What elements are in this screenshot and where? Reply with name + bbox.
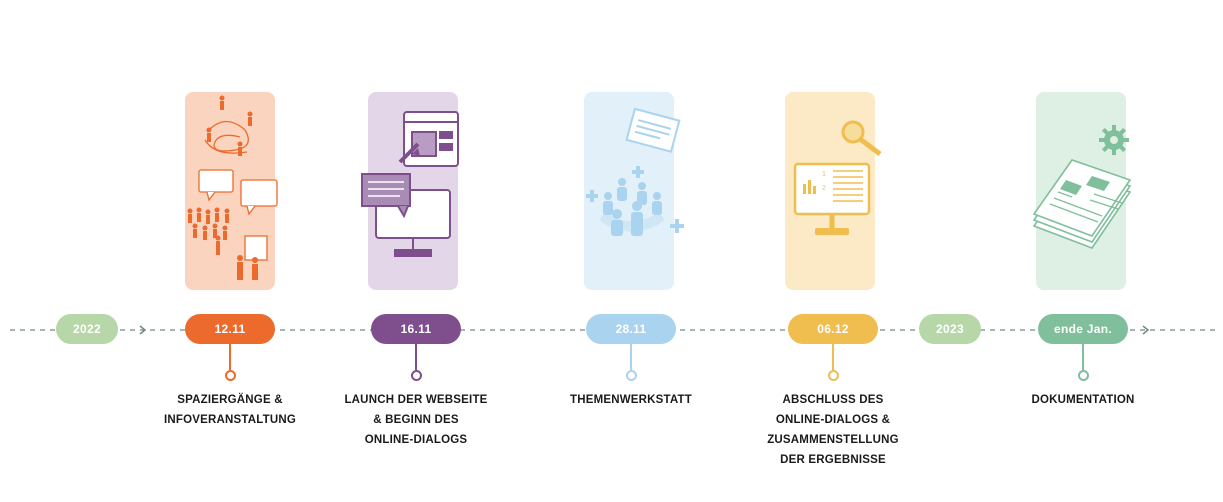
milestone-2-marker bbox=[411, 370, 422, 381]
results-monitor-icon: 1 2 bbox=[793, 120, 882, 235]
milestone-4-connector bbox=[832, 344, 834, 370]
milestone-3-date-badge: 28.11 bbox=[586, 314, 676, 344]
milestone-2-connector bbox=[415, 344, 417, 370]
city-walk-people-icon bbox=[187, 95, 278, 280]
arrow-left-marker-icon bbox=[139, 325, 147, 335]
milestone-3-label: THEMENWERKSTATT bbox=[569, 394, 693, 406]
milestone-5-connector bbox=[1082, 344, 1084, 370]
milestone-1-label: SPAZIERGÄNGE & INFOVERANSTALTUNG bbox=[163, 394, 297, 426]
milestone-5-date-badge: ende Jan. bbox=[1038, 314, 1128, 344]
milestone-3-connector bbox=[630, 344, 632, 370]
workshop-group-icon bbox=[586, 107, 684, 236]
milestone-4-marker bbox=[828, 370, 839, 381]
arrow-right-marker-icon bbox=[1142, 325, 1150, 335]
year-badge-2023: 2023 bbox=[919, 314, 981, 344]
milestone-1-marker bbox=[225, 370, 236, 381]
milestone-2-date-badge: 16.11 bbox=[371, 314, 461, 344]
year-badge-2022: 2022 bbox=[56, 314, 118, 344]
website-launch-icon bbox=[361, 111, 459, 257]
milestone-1-connector bbox=[229, 344, 231, 370]
svg-text:1: 1 bbox=[822, 171, 826, 178]
milestone-2-label: LAUNCH DER WEBSEITE & BEGINN DES ONLINE-… bbox=[344, 394, 488, 446]
documentation-papers-icon bbox=[1032, 125, 1132, 249]
milestone-5-marker bbox=[1078, 370, 1089, 381]
milestone-5-label: DOKUMENTATION bbox=[1031, 394, 1135, 406]
svg-text:2: 2 bbox=[822, 185, 826, 192]
milestone-4-date-badge: 06.12 bbox=[788, 314, 878, 344]
milestone-1-date-badge: 12.11 bbox=[185, 314, 275, 344]
milestone-3-marker bbox=[626, 370, 637, 381]
milestone-4-label: ABSCHLUSS DES ONLINE-DIALOGS & ZUSAMMENS… bbox=[767, 394, 899, 466]
